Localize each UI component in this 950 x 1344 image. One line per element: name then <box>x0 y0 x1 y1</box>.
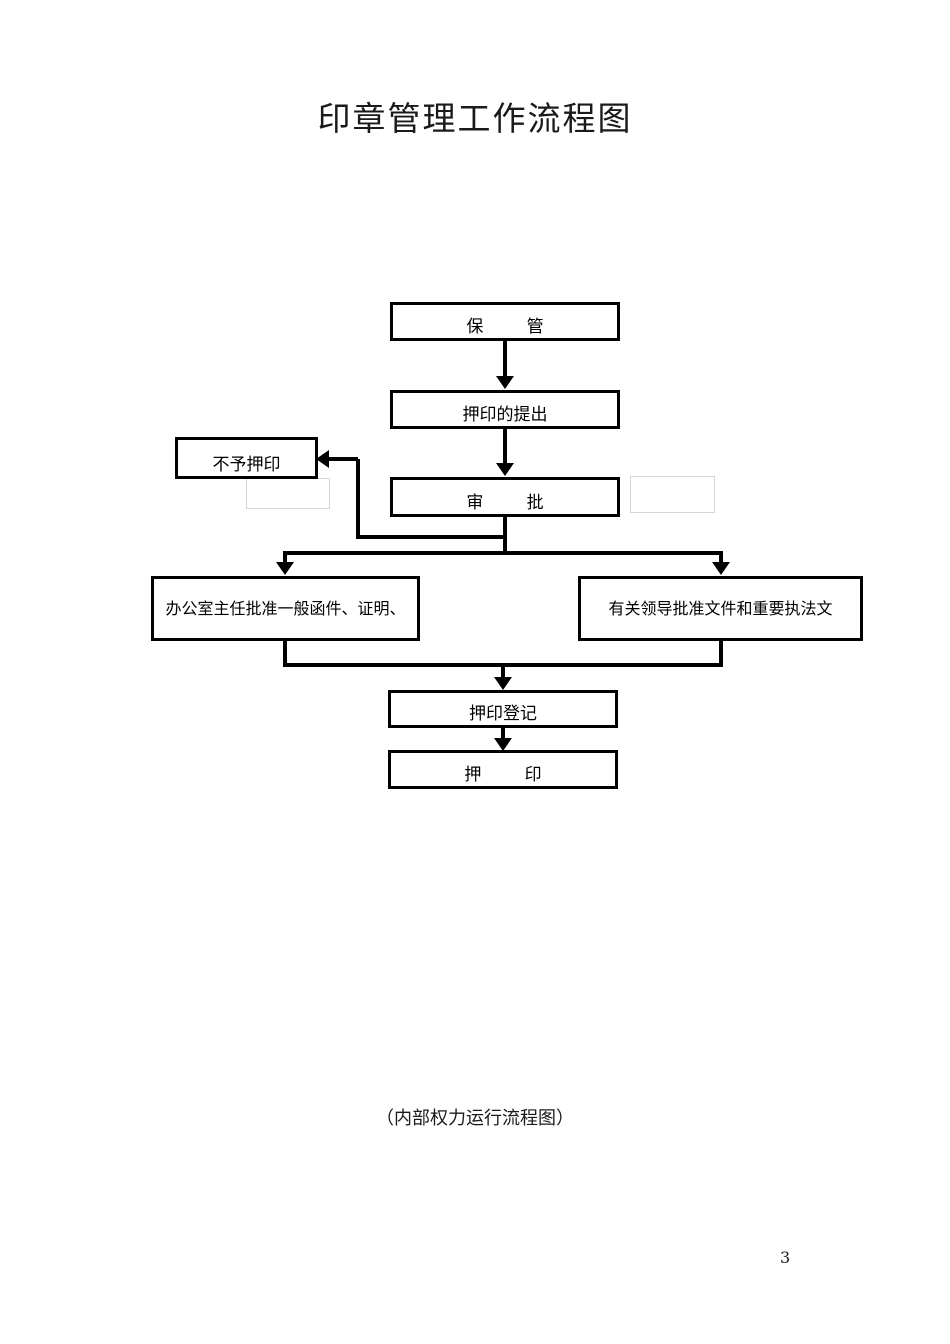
edge-request-to-approval-arrow <box>496 463 514 476</box>
node-stamp-register-label: 押印登记 <box>469 704 537 724</box>
edge-keep-to-request-line <box>503 341 507 377</box>
node-approval-label: 审 批 <box>466 493 544 513</box>
node-office-head-approval[interactable]: 办公室主任批准一般函件、证明、 <box>151 576 420 641</box>
edge-approval-to-reject-hline-bottom <box>356 535 505 539</box>
node-office-head-approval-label: 办公室主任批准一般函件、证明、 <box>165 598 406 618</box>
edge-merge-to-register-line <box>501 663 505 679</box>
node-keep[interactable]: 保 管 <box>390 302 620 341</box>
edge-approval-to-leader-arrow <box>712 562 730 575</box>
edge-merge-to-register-arrow <box>494 677 512 690</box>
edge-approval-to-reject-arrow <box>316 450 329 468</box>
page-title: 印章管理工作流程图 <box>317 99 633 138</box>
edge-approval-to-office-head-line <box>283 551 287 566</box>
edge-office-head-merge-line <box>283 641 287 667</box>
node-request[interactable]: 押印的提出 <box>390 390 620 429</box>
edge-keep-to-request-arrow <box>496 376 514 389</box>
edge-approval-to-leader-line <box>719 551 723 566</box>
edge-leader-merge-line <box>719 641 723 667</box>
placeholder-box-right <box>630 476 715 513</box>
edge-register-to-stamp-arrow <box>494 738 512 751</box>
node-leader-approval[interactable]: 有关领导批准文件和重要执法文 <box>578 576 863 641</box>
edge-approval-to-reject-vline <box>356 459 360 539</box>
edge-register-to-stamp-line <box>501 728 505 741</box>
node-stamp[interactable]: 押 印 <box>388 750 618 789</box>
node-reject[interactable]: 不予押印 <box>175 437 318 479</box>
edge-approval-split-bar <box>283 551 723 555</box>
node-request-label: 押印的提出 <box>462 405 548 425</box>
node-leader-approval-label: 有关领导批准文件和重要执法文 <box>608 598 833 618</box>
placeholder-box-left <box>246 478 330 509</box>
node-approval[interactable]: 审 批 <box>390 477 620 517</box>
edge-approval-to-reject-hline-top <box>328 457 358 461</box>
edge-request-to-approval-line <box>503 429 507 464</box>
node-keep-label: 保 管 <box>466 317 544 337</box>
edge-approval-split-stem <box>503 517 507 553</box>
node-reject-label: 不予押印 <box>212 455 281 475</box>
edge-approval-to-office-head-arrow <box>276 562 294 575</box>
node-stamp-label: 押 印 <box>464 765 542 785</box>
node-stamp-register[interactable]: 押印登记 <box>388 690 618 728</box>
page-number: 3 <box>780 1248 791 1267</box>
flowchart-caption: （内部权力运行流程图） <box>376 1108 574 1129</box>
